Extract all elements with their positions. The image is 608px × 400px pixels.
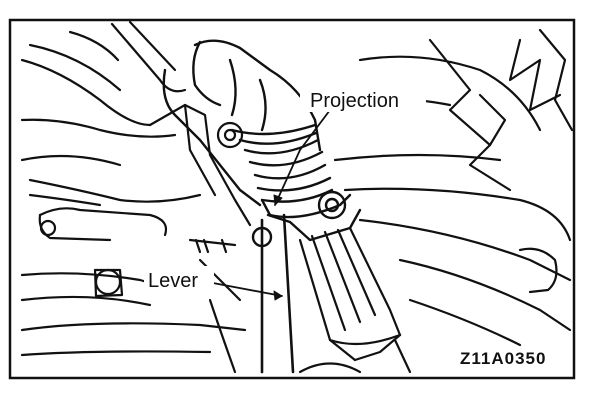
- upper-frame-rails: [20, 20, 187, 138]
- projection-label: Projection: [310, 90, 399, 112]
- projection-leader-arrowhead: [273, 194, 283, 206]
- ribbed-linkage: [298, 226, 402, 362]
- right-body-panel: [333, 28, 574, 347]
- shaft-boot: [162, 39, 334, 207]
- diagram-frame: [8, 18, 576, 380]
- lower-hub: [20, 154, 412, 374]
- figure-code: Z11A0350: [460, 349, 546, 368]
- lever-label: Lever: [148, 270, 198, 292]
- illustration: [20, 20, 574, 374]
- left-control-arm: [20, 178, 247, 374]
- lever-leader: [212, 282, 283, 297]
- lever-leader-arrowhead: [273, 290, 283, 301]
- leader-lines: [212, 109, 331, 297]
- projection-leader: [274, 109, 331, 206]
- mounting-bracket: [148, 103, 252, 227]
- lever-shaft: [260, 213, 295, 374]
